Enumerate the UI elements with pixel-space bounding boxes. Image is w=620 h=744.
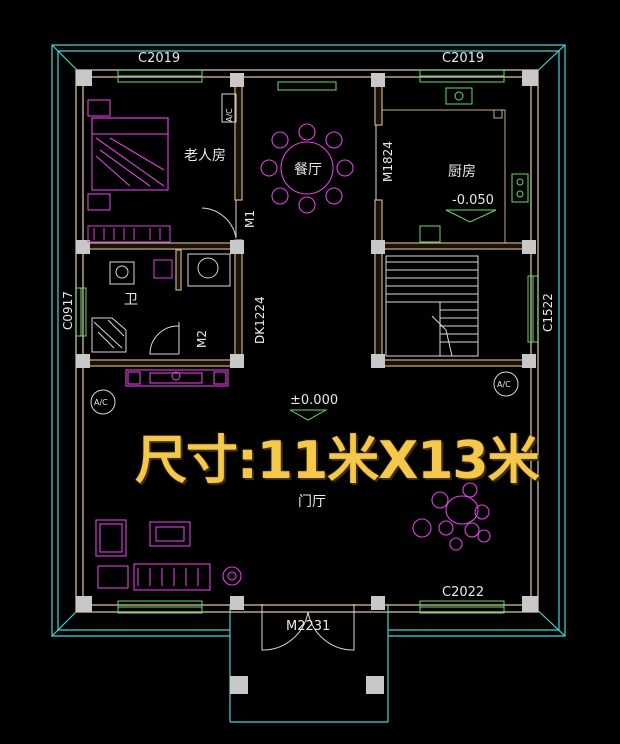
label-door-kitchen: M1824 (381, 141, 395, 182)
doors (149, 125, 377, 651)
kitchen-counter (382, 109, 506, 243)
columns (76, 70, 538, 694)
room-elder: 老人房 (184, 148, 226, 164)
bathroom-cabinet (153, 259, 173, 279)
bathroom-fixtures (91, 253, 231, 353)
label-door-main: M2231 (286, 619, 330, 634)
label-window-top-left: C2019 (138, 51, 180, 66)
label-door-m2: M2 (195, 330, 209, 348)
overlay-size-title: 尺寸:11米X13米 (135, 431, 540, 491)
roof-outline (51, 44, 566, 723)
bed (87, 99, 169, 211)
sofa-set (95, 519, 242, 591)
label-door-dk: DK1224 (253, 296, 267, 344)
room-dining: 餐厅 (294, 162, 322, 178)
exterior-walls (75, 69, 539, 613)
dining-table (260, 123, 354, 214)
label-window-left: C0917 (61, 291, 75, 330)
tea-table-set (412, 482, 491, 551)
interior-walls (83, 79, 533, 367)
label-window-bottom: C2022 (442, 585, 484, 600)
room-kitchen: 厨房 (448, 164, 476, 180)
label-ac-right: A/C (497, 380, 511, 389)
label-window-top-right: C2019 (442, 51, 484, 66)
windows (75, 69, 539, 614)
label-ac-left: A/C (94, 398, 108, 407)
ac-units (90, 93, 519, 415)
stairs (385, 255, 479, 357)
wardrobe (87, 225, 171, 243)
plan-labels: C2019 C2019 C0917 C1522 C2022 M2231 M1 M… (61, 51, 555, 634)
label-elevation-kitchen: -0.050 (452, 193, 494, 208)
label-door-m1: M1 (243, 210, 257, 228)
label-ac-small: A/C (225, 108, 234, 122)
kitchen-fixtures (419, 87, 529, 243)
label-window-right: C1522 (541, 293, 555, 332)
room-hall: 门厅 (298, 494, 326, 510)
label-elevation-hall: ±0.000 (290, 393, 338, 408)
room-bath: 卫 (124, 292, 138, 308)
tv-cabinet (125, 369, 229, 387)
elevation-markers (289, 209, 497, 421)
